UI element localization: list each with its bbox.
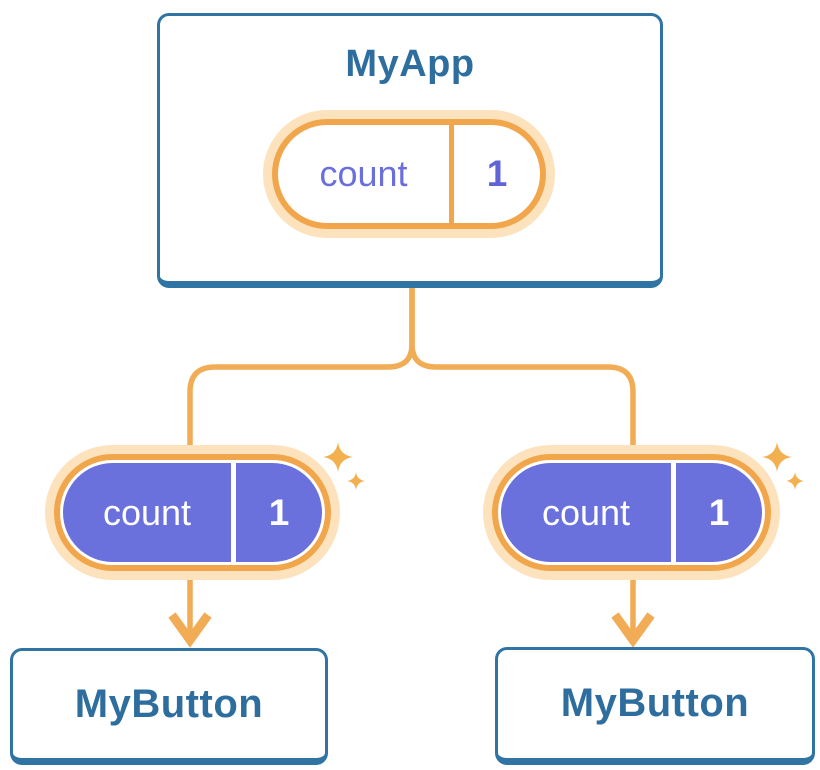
mybutton-title-left: MyButton — [74, 681, 264, 726]
mybutton-card-left — [10, 648, 328, 765]
state-label: count — [541, 491, 631, 533]
left-child-state-pill: count 1 — [45, 445, 340, 580]
myapp-card — [157, 13, 663, 288]
state-divider — [671, 463, 676, 562]
state-value: 1 — [486, 153, 508, 194]
mybutton-title-right: MyButton — [560, 681, 750, 725]
state-value: 1 — [708, 491, 730, 533]
left-child-state-pill-body: count 1 — [63, 463, 322, 562]
sparkle-icon — [762, 442, 804, 490]
root-state-pill: count 1 — [263, 110, 555, 238]
root-state-pill-body: count 1 — [278, 125, 540, 223]
state-label: count — [319, 153, 408, 194]
state-label: count — [102, 491, 192, 533]
right-child-state-pill-body: count 1 — [501, 463, 762, 562]
branch-line-right — [409, 287, 636, 640]
arrow-down-icon — [611, 612, 655, 648]
state-value: 1 — [268, 491, 290, 533]
myapp-title: MyApp — [345, 42, 475, 85]
right-child-state-pill-ring: count 1 — [492, 454, 771, 571]
left-child-state-pill-ring: count 1 — [54, 454, 331, 571]
mybutton-card-right — [495, 647, 815, 765]
state-divider — [231, 463, 236, 562]
arrow-down-icon — [168, 612, 212, 648]
root-state-pill-ring: count 1 — [272, 119, 546, 229]
sparkle-icon — [323, 442, 365, 490]
right-child-state-pill: count 1 — [483, 445, 780, 580]
state-divider — [449, 125, 454, 223]
